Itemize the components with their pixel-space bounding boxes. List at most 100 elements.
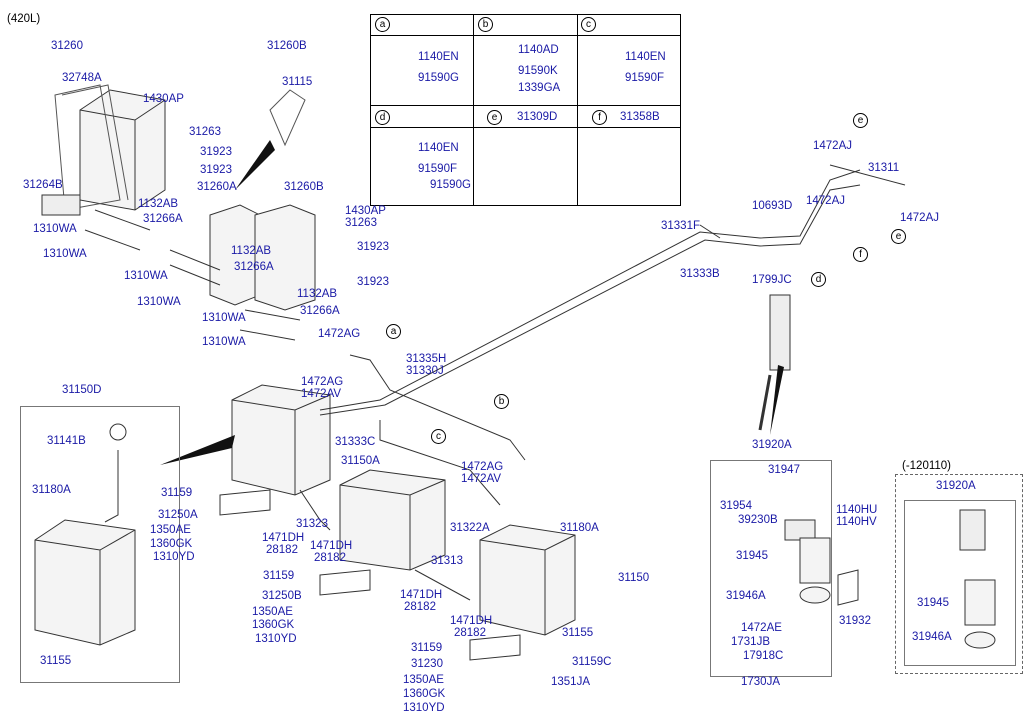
part-31923-d: 31923: [357, 276, 389, 288]
part-28182-d: 28182: [454, 627, 486, 639]
part-31333b: 31333B: [680, 268, 720, 280]
part-31920a: 31920A: [752, 439, 792, 451]
part-31260b: 31260B: [267, 40, 307, 52]
part-31159c-code: 31159C: [572, 656, 612, 668]
part-31141b: 31141B: [47, 435, 86, 447]
part-31331f: 31331F: [661, 220, 701, 232]
detail-a-part1: 1140EN: [418, 51, 459, 63]
part-31335h: 31335H: [406, 353, 447, 365]
part-1472av-2: 1472AV: [461, 473, 502, 485]
part-31946a: 31946A: [726, 590, 766, 602]
filter-assembly-box: [710, 460, 832, 677]
part-31333c: 31333C: [335, 436, 376, 448]
part-31932: 31932: [839, 615, 871, 627]
part-31150: 31150: [618, 572, 650, 584]
part-1360gk: 1360GK: [150, 538, 193, 550]
part-10693d: 10693D: [752, 200, 793, 212]
part-31180a-2: 31180A: [560, 522, 599, 534]
detail-d-letter: d: [375, 110, 390, 125]
part-1310wa-b: 1310WA: [43, 248, 87, 260]
part-31330j: 31330J: [406, 365, 444, 377]
detail-cell-f: [578, 106, 681, 206]
part-1472ae: 1472AE: [741, 622, 782, 634]
part-31313: 31313: [431, 555, 463, 567]
callout-c: c: [431, 429, 446, 444]
part-31266a-3: 31266A: [300, 305, 340, 317]
part-31159-c: 31159: [411, 642, 443, 654]
part-1471dh: 1471DH: [262, 532, 305, 544]
detail-b-part1: 1140AD: [518, 44, 559, 56]
detail-cell-c: [578, 14, 681, 106]
detail-cell-d: [370, 106, 474, 206]
part-1731jb: 1731JB: [731, 636, 771, 648]
detail-a-letter: a: [375, 17, 390, 32]
part-1360gk-2: 1360GK: [252, 619, 295, 631]
part-31311: 31311: [868, 162, 900, 174]
part-31159: 31159: [161, 487, 193, 499]
part-31250a: 31250A: [158, 509, 198, 521]
callout-e-top: e: [853, 113, 868, 128]
part-31180a: 31180A: [32, 484, 71, 496]
part-1140hv: 1140HV: [836, 516, 877, 528]
callout-e-bottom: e: [891, 229, 906, 244]
part-31150a: 31150A: [341, 455, 380, 467]
part-1360gk-3: 1360GK: [403, 688, 446, 700]
detail-b-letter: b: [478, 17, 493, 32]
detail-f-letter: f: [592, 110, 607, 125]
part-1310wa-f: 1310WA: [202, 336, 246, 348]
part-28182-b: 28182: [314, 552, 346, 564]
detail-d-part1: 1140EN: [418, 142, 459, 154]
part-1132ab-2: 1132AB: [231, 245, 272, 257]
part-31920a-2: 31920A: [936, 480, 976, 492]
part-1310yd-3: 1310YD: [403, 702, 445, 714]
part-1310wa-c: 1310WA: [124, 270, 168, 282]
part-31159-b: 31159: [263, 570, 295, 582]
capacity-label: (420L): [7, 13, 41, 25]
part-28182-c: 28182: [404, 601, 436, 613]
part-31155-b: 31155: [562, 627, 594, 639]
part-31954: 31954: [720, 500, 752, 512]
detail-c-letter: c: [581, 17, 596, 32]
part-1472aj-c: 1472AJ: [900, 212, 940, 224]
filter-assembly-variant-inner: [904, 500, 1016, 666]
part-31260: 31260: [51, 40, 83, 52]
part-1140hu: 1140HU: [836, 504, 878, 516]
part-1799jc: 1799JC: [752, 274, 792, 286]
callout-b: b: [494, 394, 509, 409]
part-31263-b: 31263: [345, 217, 377, 229]
detail-cell-a: [370, 14, 474, 106]
detail-e-part1: 31309D: [517, 111, 558, 123]
part-31260b-2: 31260B: [284, 181, 324, 193]
part-1310wa-d: 1310WA: [137, 296, 181, 308]
part-1310yd-2: 1310YD: [255, 633, 297, 645]
callout-a: a: [386, 324, 401, 339]
part-1472aj-a: 1472AJ: [813, 140, 853, 152]
part-17918c: 17918C: [743, 650, 784, 662]
part-1350ae-2: 1350AE: [252, 606, 293, 618]
part-31323: 31323: [296, 518, 328, 530]
part-31263: 31263: [189, 126, 221, 138]
detail-d-part2: 91590F: [418, 163, 458, 175]
detail-box-grid: [370, 14, 681, 206]
detail-c-part1: 1140EN: [625, 51, 666, 63]
part-31946a-2: 31946A: [912, 631, 952, 643]
part-1132ab-3: 1132AB: [297, 288, 338, 300]
detail-f-part1: 31358B: [620, 111, 660, 123]
part-1350ae: 1350AE: [150, 524, 191, 536]
callout-d: d: [811, 272, 826, 287]
part-1351ja: 1351JA: [551, 676, 591, 688]
part-32748a: 32748A: [62, 72, 102, 84]
part-1350ae-3: 1350AE: [403, 674, 444, 686]
part-31266a: 31266A: [143, 213, 183, 225]
part-1310yd: 1310YD: [153, 551, 195, 563]
part-31150d: 31150D: [62, 384, 102, 396]
part-1471dh-3: 1471DH: [400, 589, 443, 601]
part-31923-b: 31923: [200, 164, 232, 176]
part-31322a: 31322A: [450, 522, 490, 534]
part-1430ap-2: 1430AP: [345, 205, 386, 217]
callout-f: f: [853, 247, 868, 262]
part-1310wa-a: 1310WA: [33, 223, 77, 235]
detail-d-part3: 91590G: [430, 179, 471, 191]
